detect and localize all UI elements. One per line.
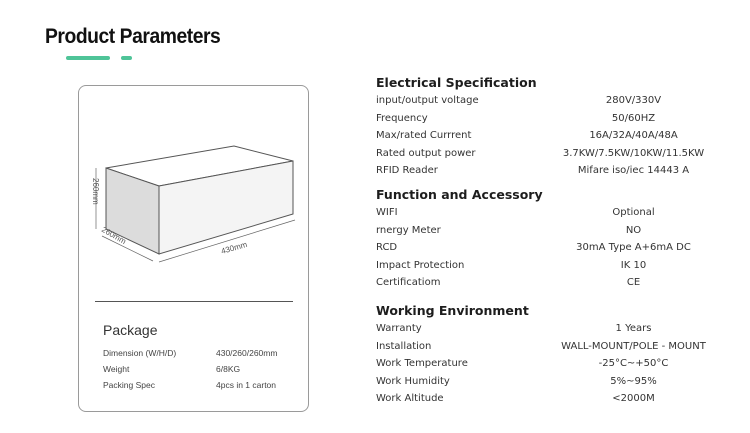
spec-value: 280V/330V (605, 95, 662, 106)
spec-value: 16A/32A/40A/48A (589, 130, 678, 141)
working-environment-section: Working Environment Warranty 1 Years Inst… (376, 302, 736, 408)
spec-row: Rated output power 3.7KW/7.5KW/10KW/11.5K… (376, 145, 736, 163)
spec-value: 50/60HZ (611, 112, 656, 124)
spec-label: RCD (376, 242, 398, 253)
spec-row: Work Altitude <2000M (376, 390, 736, 408)
spec-value: 3.7KW/7.5KW/10KW/11.5KW (562, 147, 705, 159)
spec-value: WALL-MOUNT/POLE - MOUNT (561, 340, 706, 352)
spec-row: Impact Protection IK 10 (376, 257, 736, 275)
spec-label: Installation (376, 340, 432, 352)
spec-row: input/output voltage 280V/330V (376, 92, 736, 110)
spec-label: Work Humidity (376, 375, 450, 387)
spec-row: RFID Reader Mifare iso/iec 14443 A (376, 162, 736, 180)
package-title: Package (103, 322, 158, 338)
spec-row: Certificatiom CE (376, 274, 736, 292)
electrical-spec-section: Electrical Specification input/output vo… (376, 74, 736, 180)
spec-label: Impact Protection (376, 259, 465, 271)
spec-value: <2000M (612, 393, 655, 404)
spec-row: rnergy Meter NO (376, 222, 736, 240)
title-accent-dot (121, 56, 132, 60)
height-dimension-label: 260mm (91, 178, 100, 205)
spec-label: Work Altitude (376, 393, 444, 404)
spec-label: Frequency (376, 112, 428, 124)
package-row-value: 6/8KG (216, 364, 241, 374)
spec-row: Frequency 50/60HZ (376, 110, 736, 128)
spec-value: NO (625, 224, 642, 236)
spec-label: RFID Reader (376, 165, 438, 176)
width-dimension-label: 430mm (220, 240, 248, 256)
spec-label: Warranty (376, 323, 422, 334)
package-row-value: 4pcs in 1 carton (216, 380, 277, 390)
section-title: Working Environment (376, 303, 529, 318)
package-box-drawing: 260mm 260mm 430mm (91, 145, 296, 263)
spec-row: Max/rated Currrent 16A/32A/40A/48A (376, 127, 736, 145)
spec-label: Certificatiom (376, 277, 441, 288)
package-row-label: Dimension (W/H/D) (103, 348, 177, 358)
card-divider (95, 301, 293, 302)
page-title: Product Parameters (45, 25, 221, 48)
spec-value: IK 10 (620, 259, 647, 271)
package-row-value: 430/260/260mm (216, 348, 278, 358)
spec-value: CE (626, 277, 641, 288)
spec-label: rnergy Meter (376, 224, 441, 236)
package-row-label: Packing Spec (103, 380, 155, 390)
spec-value: 30mA Type A+6mA DC (576, 242, 691, 253)
spec-label: Rated output power (376, 147, 476, 159)
spec-value: -25°C~+50°C (598, 358, 669, 369)
box-front-face (158, 160, 294, 255)
section-title: Electrical Specification (376, 75, 537, 90)
spec-row: Warranty 1 Years (376, 320, 736, 338)
spec-label: WIFI (376, 207, 398, 218)
package-card: 260mm 260mm 430mm Package Dimension (W/H… (78, 85, 309, 412)
spec-label: input/output voltage (376, 95, 479, 106)
spec-row: RCD 30mA Type A+6mA DC (376, 239, 736, 257)
spec-label: Work Temperature (376, 358, 468, 369)
spec-row: Work Temperature -25°C~+50°C (376, 355, 736, 373)
spec-value: 5%~95% (610, 375, 657, 387)
spec-row: WIFI Optional (376, 204, 736, 222)
spec-value: 1 Years (615, 323, 652, 334)
title-accent-bar (66, 56, 110, 60)
section-title: Function and Accessory (376, 187, 543, 202)
function-accessory-section: Function and Accessory WIFI Optional rner… (376, 186, 736, 292)
spec-label: Max/rated Currrent (376, 130, 472, 141)
spec-row: Installation WALL-MOUNT/POLE - MOUNT (376, 338, 736, 356)
package-row-label: Weight (103, 364, 130, 374)
spec-value: Mifare iso/iec 14443 A (577, 165, 690, 176)
spec-row: Work Humidity 5%~95% (376, 373, 736, 391)
spec-value: Optional (612, 207, 655, 218)
